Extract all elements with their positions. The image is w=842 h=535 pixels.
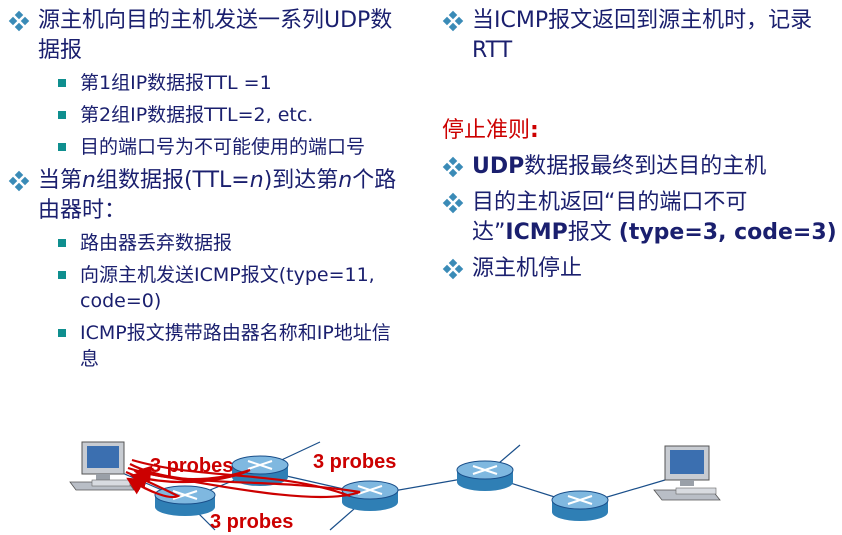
sub-bullet-send-icmp: 向源主机发送ICMP报文(type=11, code=0) [8, 262, 408, 314]
square-bullet-icon [58, 271, 66, 279]
stop-criteria-title: 停止准则 [442, 118, 531, 143]
diamond-bullet-icon [442, 10, 464, 32]
probe-label-1: 3 probes [150, 455, 233, 477]
traceroute-diagram: 3 probes 3 probes 3 probes [69, 441, 721, 533]
bullet-source-stop: 源主机停止 [442, 254, 837, 284]
italic-n: n [249, 168, 264, 193]
sub-bullet-ttl1: 第1组IP数据报TTL =1 [8, 70, 408, 96]
left-column: 源主机向目的主机发送一系列UDP数据报 第1组IP数据报TTL =1 第2组IP… [8, 6, 408, 378]
bullet-text: 源主机向目的主机发送一系列UDP数据报 [38, 8, 393, 63]
diamond-bullet-icon [442, 156, 464, 178]
bullet-port-unreachable: 目的主机返回“目的端口不可达”ICMP报文 (type=3, code=3) [442, 188, 837, 248]
bullet-text: 报文 [567, 220, 619, 245]
square-bullet-icon [58, 111, 66, 119]
sub-bullet-text: 向源主机发送ICMP报文(type=11, code=0) [80, 264, 375, 312]
square-bullet-icon [58, 143, 66, 151]
router-3-icon [341, 480, 399, 511]
bullet-text: 数据报最终到达目的主机 [524, 154, 767, 179]
router-1-icon [154, 485, 216, 516]
router-5-icon [551, 490, 609, 521]
sub-bullet-icmp-info: ICMP报文携带路由器名称和IP地址信息 [8, 320, 408, 372]
sub-bullet-discard: 路由器丢弃数据报 [8, 230, 408, 256]
bullet-text: 当ICMP报文返回到源主机时，记录RTT [472, 8, 813, 63]
sub-bullet-text: ICMP报文携带路由器名称和IP地址信息 [80, 322, 391, 370]
bullet-text-part: )到达第 [263, 168, 339, 193]
sub-bullet-ttl2: 第2组IP数据报TTL=2, etc. [8, 102, 408, 128]
probe-label-2: 3 probes [313, 451, 396, 473]
bullet-udp-arrive: UDP数据报最终到达目的主机 [442, 152, 837, 182]
router-4-icon [456, 460, 514, 491]
right-column: 当ICMP报文返回到源主机时，记录RTT 停止准则: UDP数据报最终到达目的主… [442, 6, 837, 286]
destination-host-icon [653, 445, 721, 501]
diamond-bullet-icon [442, 192, 464, 214]
diamond-bullet-icon [8, 170, 30, 192]
diamond-bullet-icon [442, 258, 464, 280]
bullet-text-bold: (type=3, code=3) [618, 220, 837, 245]
stop-criteria-heading: 停止准则: [442, 116, 837, 146]
bullet-text: 目的主机返回“目的端口不可达” [472, 190, 748, 245]
bullet-text: 源主机停止 [472, 256, 583, 281]
bullet-text-part: 当第 [38, 168, 83, 193]
italic-n: n [82, 168, 96, 193]
square-bullet-icon [58, 239, 66, 247]
italic-n: n [338, 168, 353, 193]
probe-label-3: 3 probes [210, 511, 293, 533]
bullet-text-part: 个路由器时： [38, 168, 397, 223]
source-host-icon [69, 441, 135, 491]
square-bullet-icon [58, 329, 66, 337]
stop-criteria-colon: : [530, 118, 539, 143]
probe-paths [125, 458, 361, 499]
sub-bullet-text: 第2组IP数据报TTL=2, etc. [80, 104, 314, 126]
bullet-nth-router: 当第n组数据报(TTL=n)到达第n个路由器时： [8, 166, 408, 226]
bullet-text-part: 组数据报(TTL= [95, 168, 250, 193]
bullet-send-udp: 源主机向目的主机发送一系列UDP数据报 [8, 6, 408, 66]
sub-bullet-port: 目的端口号为不可能使用的端口号 [8, 134, 408, 160]
bullet-text-bold: ICMP [505, 220, 568, 245]
bullet-text-bold: UDP [472, 154, 525, 179]
sub-bullet-text: 路由器丢弃数据报 [80, 232, 233, 254]
sub-bullet-text: 第1组IP数据报TTL =1 [80, 72, 272, 94]
diamond-bullet-icon [8, 10, 30, 32]
sub-bullet-text: 目的端口号为不可能使用的端口号 [80, 136, 366, 158]
bullet-record-rtt: 当ICMP报文返回到源主机时，记录RTT [442, 6, 837, 66]
square-bullet-icon [58, 79, 66, 87]
